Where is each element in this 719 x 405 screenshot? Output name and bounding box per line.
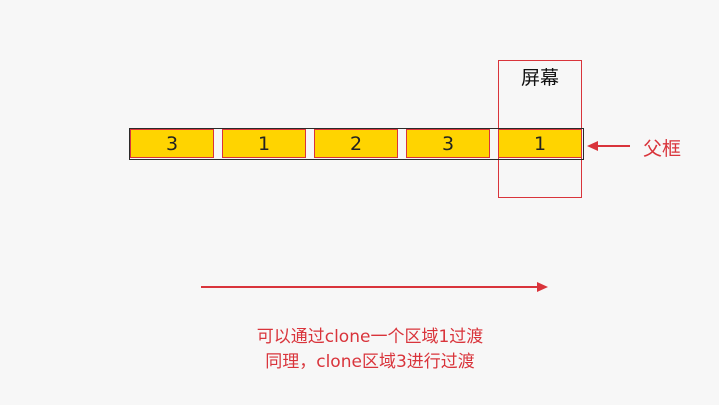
cell-1: 1 xyxy=(222,129,306,158)
cell-2: 2 xyxy=(314,129,398,158)
note-line-2: 同理，clone区域3进行过渡 xyxy=(265,352,475,372)
note-line-1: 可以通过clone一个区域1过渡 xyxy=(256,327,484,347)
cell-clone-3: 3 xyxy=(130,129,214,158)
direction-arrow-icon xyxy=(201,282,548,292)
cell-clone-1: 1 xyxy=(498,129,582,158)
parent-pointer-arrow-icon xyxy=(587,141,630,151)
parent-label: 父框 xyxy=(643,138,682,160)
screen-label: 屏幕 xyxy=(520,67,559,89)
cell-3: 3 xyxy=(406,129,490,158)
parent-frame xyxy=(129,128,584,160)
